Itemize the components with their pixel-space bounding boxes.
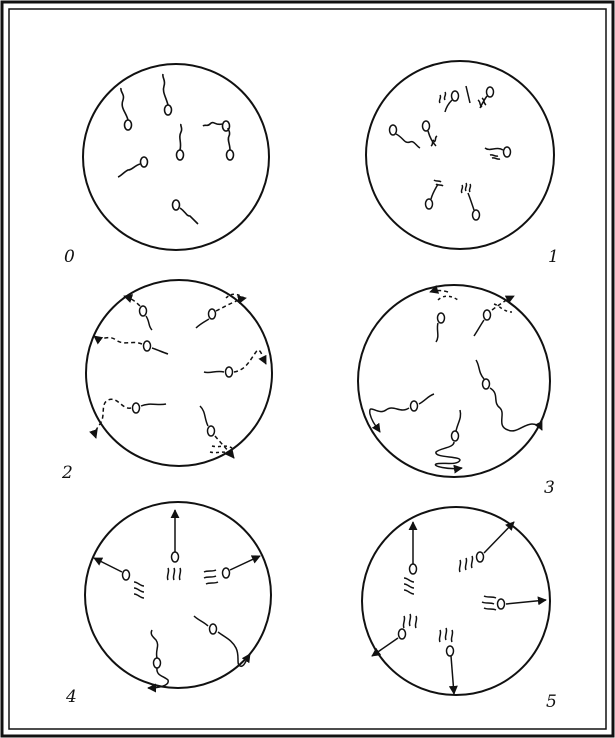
panel-3-sperm-group: [370, 291, 542, 469]
panel-3: 3: [358, 285, 555, 498]
sperm: [478, 87, 494, 108]
panel-2-label: 2: [61, 463, 73, 483]
panel-5: 5: [362, 507, 557, 712]
sperm: [194, 616, 250, 666]
sperm: [124, 296, 152, 330]
panel-2-sperm-group: [94, 294, 266, 458]
sperm: [476, 360, 542, 431]
panel-0: 0: [64, 64, 269, 267]
panel-5-circle: [362, 507, 550, 695]
panel-5-sperm-group: [372, 522, 546, 694]
sperm: [439, 628, 454, 694]
sperm: [118, 157, 148, 177]
panel-1-sperm-group: [390, 86, 511, 220]
panel-1-label: 1: [548, 247, 559, 267]
sperm: [227, 128, 234, 160]
sperm: [167, 510, 180, 580]
sperm: [121, 88, 132, 130]
panel-2-circle: [86, 280, 272, 466]
inner-border: [9, 9, 606, 729]
sperm: [459, 522, 514, 572]
panel-5-label: 5: [546, 692, 557, 712]
sperm: [196, 294, 246, 328]
sperm: [482, 596, 546, 610]
panel-4-sperm-group: [94, 510, 260, 688]
sperm: [426, 180, 444, 209]
sperm: [485, 147, 511, 159]
sperm: [163, 74, 172, 115]
sperm: [95, 399, 166, 438]
panel-4-label: 4: [65, 687, 77, 707]
sperm: [200, 406, 234, 458]
panel-1: 1: [366, 61, 559, 267]
panel-1-circle: [366, 61, 554, 249]
panel-4: 4: [65, 502, 271, 707]
panel-2: 2: [61, 280, 272, 483]
sperm: [461, 183, 479, 220]
sperm: [173, 200, 199, 224]
sperm: [435, 410, 462, 469]
sperm: [430, 291, 458, 343]
sperm: [372, 614, 417, 656]
sperm: [423, 121, 438, 146]
sperm: [94, 558, 144, 598]
panel-3-label: 3: [544, 478, 555, 498]
panel-0-sperm-group: [118, 74, 234, 224]
panel-3-circle: [358, 285, 550, 477]
sperm: [390, 125, 421, 148]
sperm: [404, 522, 417, 594]
sperm: [148, 630, 168, 688]
sperm: [370, 394, 434, 432]
sperm: [203, 121, 230, 131]
panel-0-label: 0: [64, 247, 75, 267]
sperm: [94, 336, 168, 354]
sperm: [204, 556, 260, 584]
sperm: [439, 91, 458, 112]
sperm: [204, 350, 266, 377]
sperm-tail: [466, 86, 470, 103]
panel-4-circle: [85, 502, 271, 688]
sperm: [177, 124, 184, 160]
